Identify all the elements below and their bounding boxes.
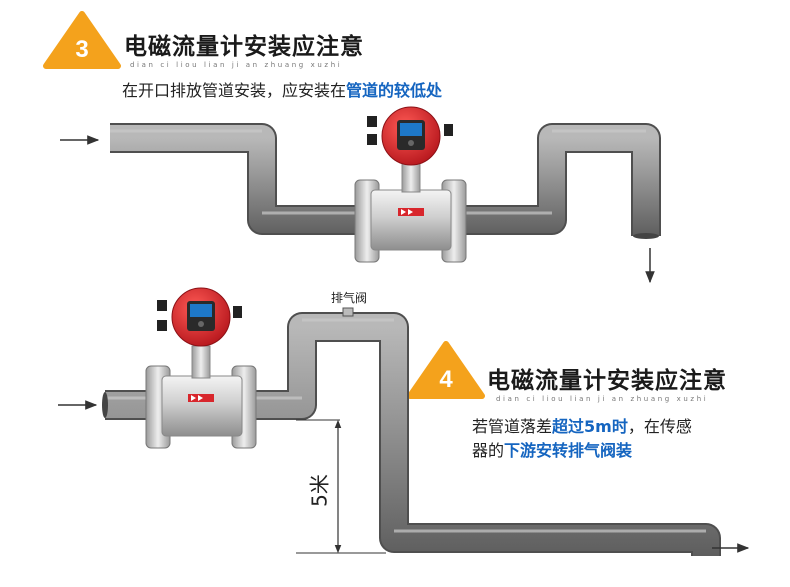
badge-3-number: 3 xyxy=(75,36,89,63)
section3-pinyin: dian ci liou lian ji an zhuang xuzhi xyxy=(130,61,343,69)
bottom-pipeline xyxy=(102,307,721,556)
section4-line1-suffix: ，在传感 xyxy=(627,417,692,436)
section3-title: 电磁流量计安装应注意 xyxy=(124,34,364,60)
section4-line1-text: 若管道落差 xyxy=(472,417,553,436)
section3-desc-text: 在开口排放管道安装，应安装在 xyxy=(122,81,347,100)
section3-description: 在开口排放管道安装，应安装在管道的较低处 xyxy=(122,77,442,101)
section4-line1: 若管道落差超过5m时，在传感 xyxy=(472,413,692,437)
top-pipeline xyxy=(110,123,661,239)
section4-title: 电磁流量计安装应注意 xyxy=(487,368,727,394)
section4-line2: 器的下游安转排气阀装 xyxy=(472,437,632,461)
height-label: 5米 xyxy=(307,474,332,507)
badge-3-triangle xyxy=(43,11,121,69)
exhaust-valve-label: 排气阀 xyxy=(331,291,368,305)
section4-line1-highlight: 超过5m时 xyxy=(552,417,628,436)
badge-4-number: 4 xyxy=(439,366,453,393)
height-dimension xyxy=(296,419,386,554)
section4-line2-highlight: 下游安转排气阀装 xyxy=(504,441,633,460)
section4-pinyin: dian ci liou lian ji an zhuang xuzhi xyxy=(496,395,709,403)
badge-4-triangle xyxy=(407,341,485,399)
section3-desc-highlight: 管道的较低处 xyxy=(346,81,443,100)
flowmeter-top xyxy=(354,106,467,263)
section4-line2-text: 器的 xyxy=(472,441,505,460)
flowmeter-bottom xyxy=(145,287,257,449)
